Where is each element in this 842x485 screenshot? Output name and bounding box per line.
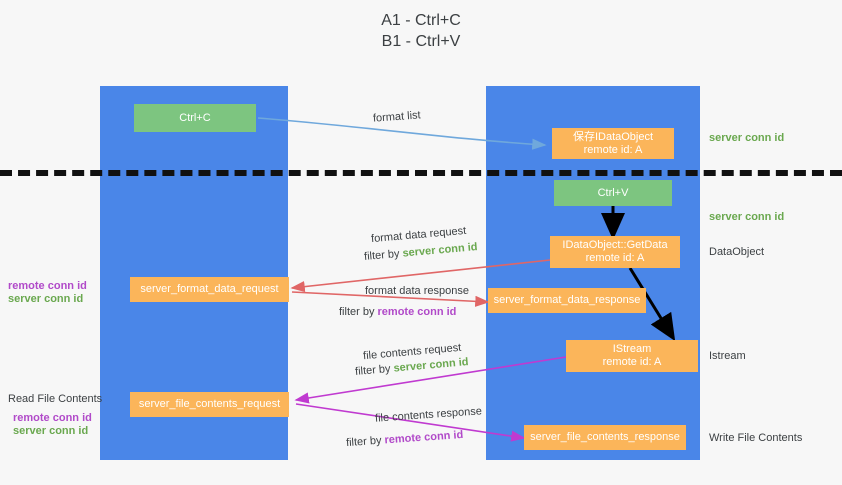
box-server-file-contents-response-label: server_file_contents_response — [530, 431, 680, 443]
annotation-format-list: format list — [372, 109, 422, 125]
box-server-format-data-request-label: server_format_data_request — [140, 283, 279, 295]
label-dataobject: DataObject — [709, 246, 765, 258]
server-conn-id-text-1: server conn id — [402, 241, 478, 260]
page-title: A1 - Ctrl+C B1 - Ctrl+V — [381, 12, 461, 50]
label-server-conn-id-top: server conn id — [709, 132, 785, 144]
box-ctrl-c-label: Ctrl+C — [179, 111, 211, 124]
box-ctrl-v[interactable]: Ctrl+V — [554, 180, 672, 206]
box-server-format-data-request[interactable]: server_format_data_request — [130, 277, 289, 302]
label-server-conn-id-1: server conn id — [8, 293, 84, 305]
box-server-format-data-response-label: server_format_data_response — [493, 294, 641, 306]
annotation-format-data-response: format data response — [365, 285, 469, 297]
box-getdata[interactable]: IDataObject::GetData remote id: A — [550, 236, 680, 268]
box-getdata-line1: IDataObject::GetData — [562, 239, 668, 251]
label-remote-conn-id-2: remote conn id — [13, 412, 92, 424]
remote-conn-id-text-4: remote conn id — [384, 428, 464, 447]
label-server-conn-id-2: server conn id — [13, 425, 89, 437]
box-idataobject-top-line2: remote id: A — [583, 143, 643, 156]
label-server-conn-id-mid: server conn id — [709, 211, 785, 223]
label-istream: Istream — [709, 350, 746, 362]
remote-conn-id-text-2: remote conn id — [377, 306, 457, 318]
filter-by-text-3: filter by — [354, 362, 392, 378]
filter-by-text-1: filter by — [363, 247, 401, 263]
box-istream[interactable]: IStream remote id: A — [566, 340, 698, 372]
box-getdata-line2: remote id: A — [585, 252, 645, 264]
box-ctrl-v-label: Ctrl+V — [597, 186, 629, 199]
box-server-file-contents-response[interactable]: server_file_contents_response — [524, 425, 686, 450]
box-istream-line2: remote id: A — [602, 356, 662, 368]
box-idataobject-top[interactable]: 保存IDataObject remote id: A — [552, 128, 674, 159]
box-ctrl-c[interactable]: Ctrl+C — [134, 104, 256, 132]
filter-by-text-2: filter by — [339, 306, 375, 318]
filter-by-text-4: filter by — [345, 434, 382, 450]
phase-divider — [0, 170, 842, 176]
label-read-file-contents: Read File Contents — [8, 393, 103, 405]
box-idataobject-top-line1: 保存IDataObject — [572, 130, 654, 143]
annotation-file-contents-response: file contents response — [374, 405, 483, 425]
box-server-file-contents-request[interactable]: server_file_contents_request — [130, 392, 289, 417]
box-server-file-contents-request-label: server_file_contents_request — [138, 398, 281, 410]
label-write-file-contents: Write File Contents — [709, 432, 803, 444]
annotation-format-data-response-filter: filter by remote conn id — [339, 305, 456, 320]
label-remote-conn-id-1: remote conn id — [8, 280, 87, 292]
box-istream-line1: IStream — [612, 343, 652, 355]
annotation-file-contents-response-filter: filter by remote conn id — [346, 428, 464, 451]
box-server-format-data-response[interactable]: server_format_data_response — [488, 288, 646, 313]
